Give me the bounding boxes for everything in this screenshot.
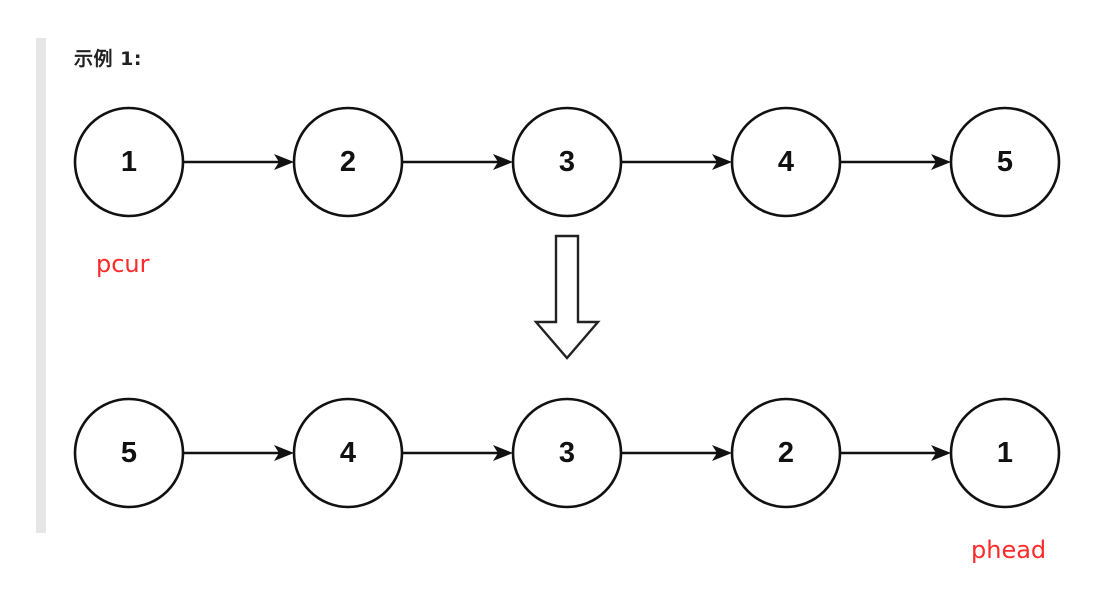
next-pointer-arrow xyxy=(621,445,732,461)
arrowhead-icon xyxy=(712,445,732,461)
next-pointer-arrow xyxy=(840,445,951,461)
phead-label: phead xyxy=(971,536,1047,564)
before-node: 2 xyxy=(292,106,404,218)
node-value: 1 xyxy=(997,437,1013,469)
arrowhead-icon xyxy=(931,154,951,170)
after-node: 1 xyxy=(949,397,1061,509)
node-value: 1 xyxy=(121,146,137,178)
node-value: 4 xyxy=(778,146,794,178)
blockquote-bar xyxy=(36,38,46,533)
before-node: 3 xyxy=(511,106,623,218)
next-pointer-arrow xyxy=(840,154,951,170)
next-pointer-arrow xyxy=(621,154,732,170)
arrowhead-icon xyxy=(493,154,513,170)
after-node: 4 xyxy=(292,397,404,509)
node-value: 3 xyxy=(559,437,575,469)
node-circle xyxy=(949,397,1061,509)
node-value: 5 xyxy=(121,437,137,469)
node-value: 2 xyxy=(340,146,356,178)
node-circle xyxy=(949,106,1061,218)
next-pointer-arrow xyxy=(183,445,294,461)
arrowhead-icon xyxy=(931,445,951,461)
node-value: 3 xyxy=(559,146,575,178)
before-node: 1 xyxy=(73,106,185,218)
next-pointer-arrow xyxy=(183,154,294,170)
arrowhead-icon xyxy=(712,154,732,170)
list-before: 1 2 3 4 5 xyxy=(73,106,1061,218)
down-arrow-icon xyxy=(533,234,601,360)
next-pointer-arrow xyxy=(402,445,513,461)
list-after: 5 4 3 2 1 xyxy=(73,397,1061,509)
before-node: 5 xyxy=(949,106,1061,218)
node-value: 2 xyxy=(778,437,794,469)
after-node: 2 xyxy=(730,397,842,509)
example-title: 示例 1: xyxy=(74,48,142,70)
before-node: 4 xyxy=(730,106,842,218)
arrowhead-icon xyxy=(493,445,513,461)
next-pointer-arrow xyxy=(402,154,513,170)
node-value: 5 xyxy=(997,146,1013,178)
pcur-label: pcur xyxy=(96,250,150,278)
after-node: 5 xyxy=(73,397,185,509)
arrowhead-icon xyxy=(274,445,294,461)
arrowhead-icon xyxy=(274,154,294,170)
after-node: 3 xyxy=(511,397,623,509)
node-value: 4 xyxy=(340,437,356,469)
